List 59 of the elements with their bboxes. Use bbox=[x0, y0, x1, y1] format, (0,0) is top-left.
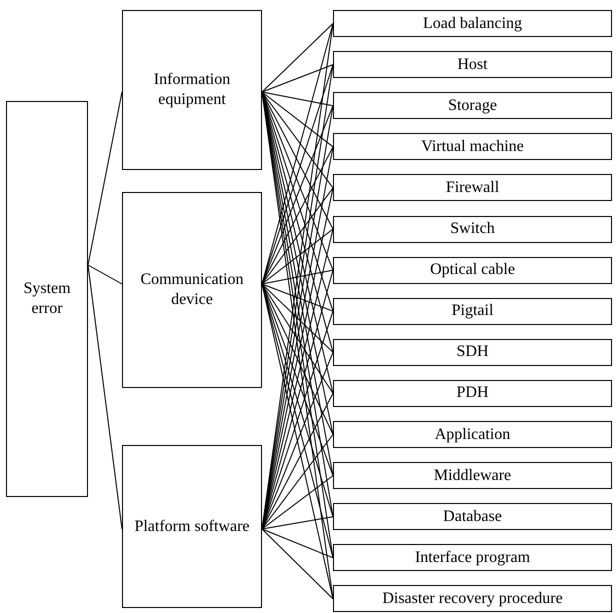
connector-line bbox=[262, 92, 334, 188]
item-box bbox=[333, 298, 612, 325]
connector-line bbox=[262, 284, 334, 312]
node-label: Middleware bbox=[434, 466, 512, 486]
connector-line bbox=[262, 284, 334, 353]
item-box bbox=[333, 544, 612, 572]
connector-line bbox=[262, 92, 334, 148]
item-box bbox=[333, 503, 612, 530]
node-label: Application bbox=[434, 424, 510, 444]
node-label: Communication device bbox=[139, 270, 245, 310]
item-box bbox=[333, 92, 612, 120]
category-box bbox=[122, 445, 262, 608]
connector-line bbox=[262, 475, 334, 530]
node-label: Pigtail bbox=[452, 301, 494, 322]
connector-line bbox=[262, 528, 334, 600]
category-box bbox=[122, 192, 262, 388]
node-label: Storage bbox=[448, 96, 497, 116]
connector-line bbox=[262, 187, 334, 284]
connector-line bbox=[262, 92, 334, 230]
connector-line bbox=[262, 146, 334, 284]
node-label: Database bbox=[443, 506, 502, 527]
node-label: Firewall bbox=[446, 178, 500, 198]
connector-line bbox=[262, 270, 334, 284]
node-label: Load balancing bbox=[422, 14, 522, 34]
item-box bbox=[333, 174, 612, 202]
node-label: Interface program bbox=[414, 548, 530, 568]
node-label: System error bbox=[22, 279, 72, 319]
connector-line bbox=[262, 516, 334, 530]
category-box bbox=[6, 101, 88, 497]
item-box bbox=[333, 421, 612, 448]
connector-line bbox=[262, 92, 334, 106]
connector-line bbox=[262, 528, 334, 558]
item-box bbox=[333, 256, 612, 284]
item-box bbox=[333, 216, 612, 242]
connector-line bbox=[88, 92, 122, 266]
node-label: SDH bbox=[456, 342, 488, 362]
connector-line bbox=[262, 284, 334, 394]
connector-line bbox=[262, 434, 334, 530]
node-label: Virtual machine bbox=[421, 136, 524, 157]
connector-line bbox=[262, 392, 334, 530]
item-box bbox=[333, 10, 612, 37]
item-box bbox=[333, 51, 612, 78]
item-box bbox=[333, 585, 612, 612]
item-box bbox=[333, 462, 612, 490]
node-label: Host bbox=[457, 54, 488, 75]
connector-line bbox=[262, 228, 334, 284]
category-box bbox=[122, 10, 262, 170]
node-label: Switch bbox=[450, 219, 495, 239]
connector-line bbox=[262, 64, 334, 92]
node-label: Optical cable bbox=[430, 260, 515, 280]
connector-line bbox=[262, 23, 334, 92]
item-box bbox=[333, 338, 612, 366]
item-box bbox=[333, 380, 612, 407]
node-label: Information equipment bbox=[152, 70, 232, 110]
connector-line bbox=[88, 264, 122, 284]
node-label: PDH bbox=[456, 383, 488, 404]
node-label: Platform software bbox=[134, 516, 250, 536]
item-box bbox=[333, 133, 612, 160]
node-label: Disaster recovery procedure bbox=[382, 588, 563, 609]
